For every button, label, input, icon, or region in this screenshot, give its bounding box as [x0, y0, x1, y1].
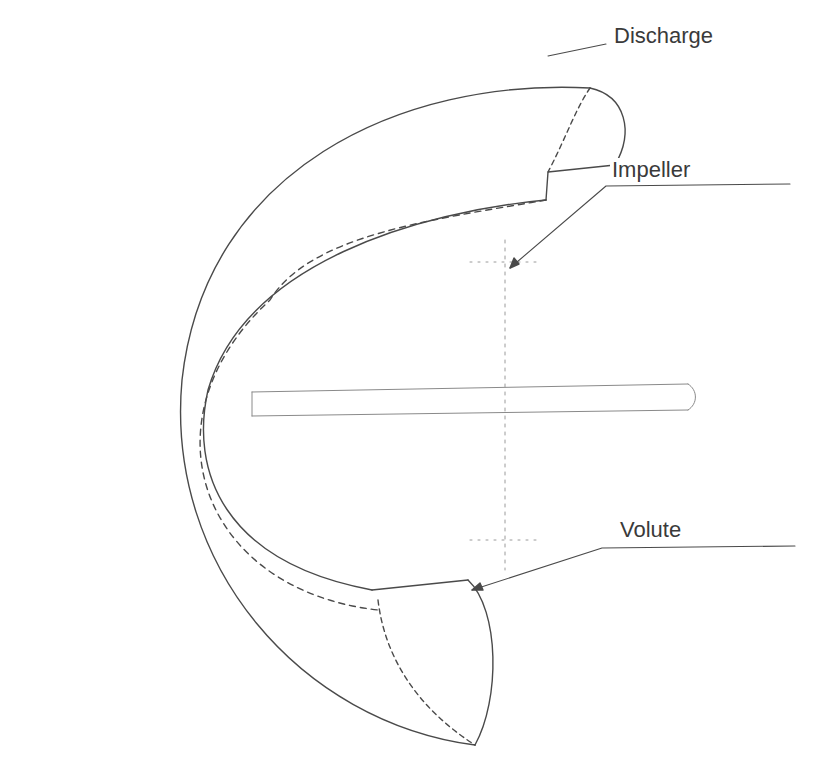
leader-line	[510, 184, 790, 268]
part-label: Discharge	[612, 24, 715, 48]
tongue-cut	[372, 580, 468, 590]
impeller-edge	[470, 262, 540, 540]
discharge-edge	[590, 88, 625, 165]
discharge-hidden	[548, 88, 590, 172]
impeller-line	[505, 240, 506, 570]
discharge-cut	[546, 165, 615, 200]
tongue-edge	[468, 580, 493, 745]
part-label: Volute	[618, 518, 683, 542]
volute-inner	[203, 200, 546, 590]
shaft-end	[688, 384, 696, 410]
leader-line	[472, 546, 795, 590]
part-label: Impeller	[610, 158, 692, 182]
volute-outer	[181, 87, 590, 745]
arrowhead	[510, 258, 519, 268]
arrowhead	[472, 583, 483, 590]
tongue-hidden	[378, 600, 475, 745]
leader-line	[548, 44, 606, 56]
shaft	[252, 384, 688, 416]
